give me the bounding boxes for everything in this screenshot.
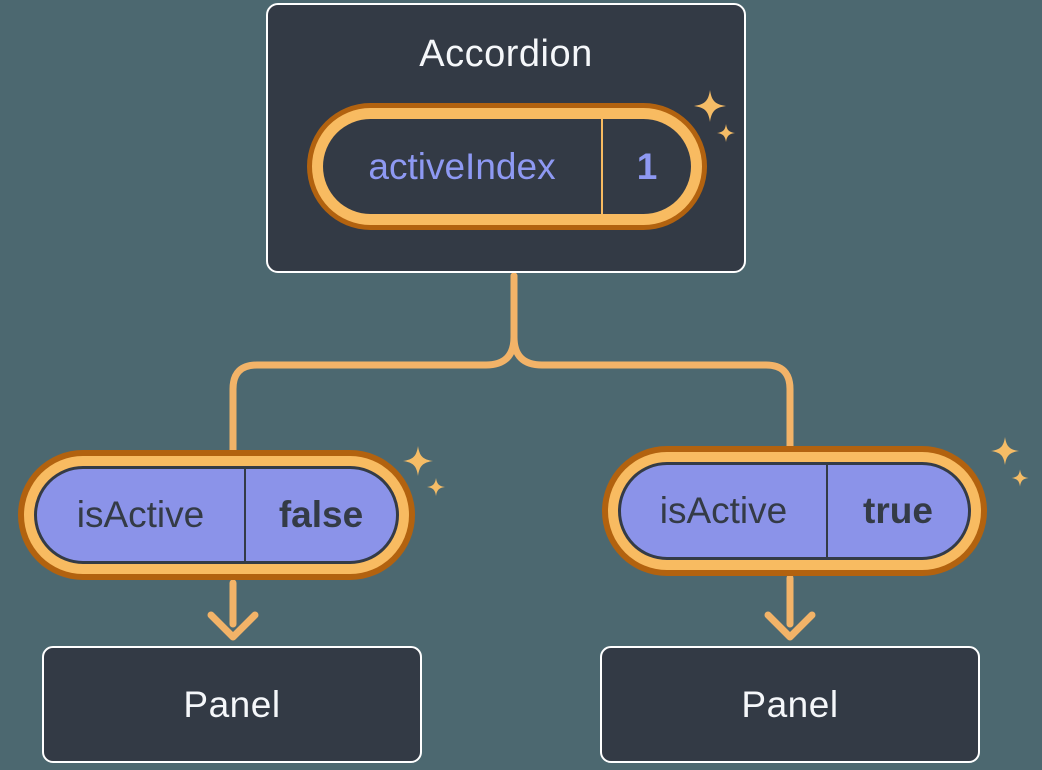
state-pill-key: activeIndex (368, 145, 556, 187)
sparkle-icon (1011, 469, 1029, 487)
panel-label: Panel (183, 683, 281, 725)
prop-pill-key: isActive (76, 494, 205, 535)
state-pill-activeindex: activeIndex 1 (323, 119, 691, 214)
sparkle-icon (717, 124, 735, 142)
prop-pill-value: false (278, 494, 364, 535)
connector-right-branch (510, 272, 794, 456)
panel-box-left: Panel (42, 646, 422, 763)
prop-pill-isactive-left: isActive false (34, 466, 399, 564)
prop-pill-value: true (863, 490, 933, 531)
sparkle-icon (694, 90, 726, 122)
state-pill-value: 1 (636, 145, 658, 187)
prop-pill-divider (244, 469, 246, 561)
state-pill-divider (601, 119, 603, 214)
panel-label: Panel (741, 683, 839, 725)
sparkle-icon (427, 478, 445, 496)
prop-pill-isactive-right: isActive true (618, 462, 971, 560)
accordion-title: Accordion (419, 33, 593, 75)
panel-box-right: Panel (600, 646, 980, 763)
prop-pill-key: isActive (659, 490, 788, 531)
arrow-left-head (207, 611, 259, 641)
sparkle-icon (403, 446, 433, 476)
arrow-right-head (764, 611, 816, 641)
prop-pill-divider (826, 465, 828, 557)
sparkle-icon (991, 437, 1019, 465)
